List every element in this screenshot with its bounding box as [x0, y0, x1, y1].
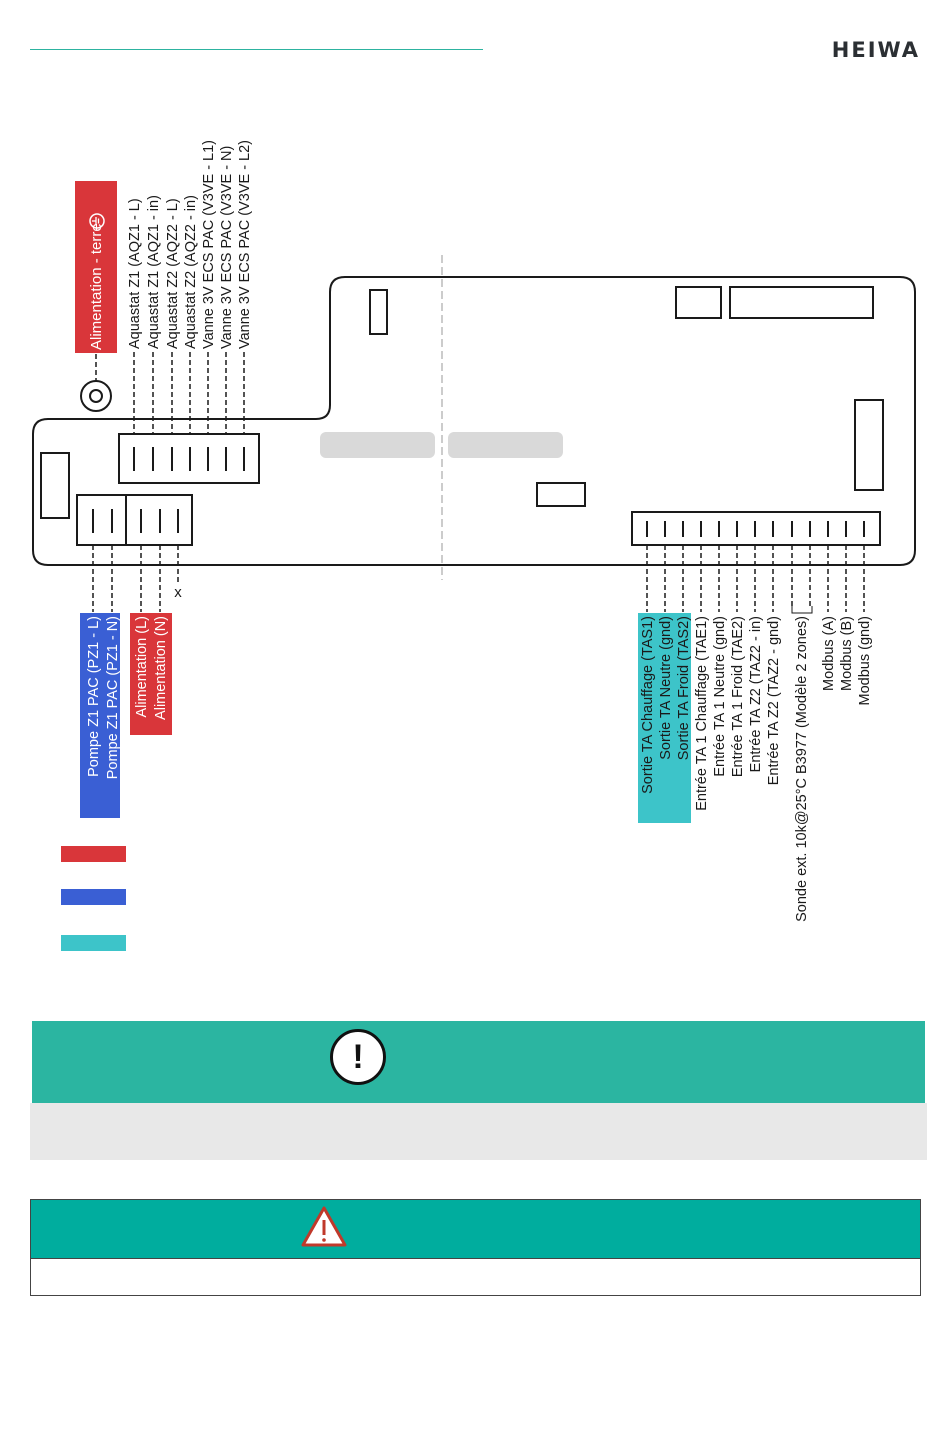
- right-terminal-label: Entrée TA 1 Chauffage (TAE1): [694, 616, 710, 811]
- right-terminal-label: Modbus (B): [839, 616, 855, 691]
- power-label-bg: [130, 613, 172, 735]
- exclamation-icon: !: [330, 1029, 386, 1085]
- terminal-block-top: [118, 433, 260, 484]
- top-terminal-label: Vanne 3V ECS PAC (V3VE - N): [219, 146, 235, 349]
- top-terminal-label: Vanne 3V ECS PAC (V3VE - L2): [237, 140, 253, 349]
- notice-header: [32, 1021, 925, 1103]
- terminal-block-power: [125, 494, 193, 546]
- component-vertical: [854, 399, 884, 491]
- output-label-bg: [638, 613, 691, 823]
- terminal-block-right: [631, 511, 881, 546]
- placeholder-block-left: [320, 432, 435, 458]
- earth-label-bg: [75, 181, 117, 353]
- pump-label: Pompe Z1 PAC (PZ1 - N): [105, 616, 121, 779]
- brand-logo: HEIWA: [832, 38, 920, 62]
- right-terminal-label: Modbus (A): [821, 616, 837, 691]
- right-terminal-label: Sortie TA Froid (TAS2): [676, 616, 692, 760]
- notice-body: [30, 1103, 927, 1160]
- earth-terminal-inner: [89, 389, 103, 403]
- component-chip-b: [729, 286, 874, 319]
- legend-swatch-blue: [61, 889, 126, 905]
- top-terminal-label: Aquastat Z2 (AQZ2 - L): [165, 198, 181, 349]
- earth-glyph-icon: [89, 213, 105, 229]
- legend-swatch-red: [61, 846, 126, 862]
- top-terminal-label: Aquastat Z1 (AQZ1 - L): [127, 198, 143, 349]
- terminal-block-pump: [76, 494, 127, 546]
- right-terminal-label: Entrée TA Z2 (TAZ2 - gnd): [766, 616, 782, 785]
- component-fuse: [40, 452, 70, 519]
- warning-header: [30, 1199, 921, 1258]
- warning-triangle-icon: [301, 1206, 347, 1247]
- earth-terminal: [80, 380, 112, 412]
- earth-label: Alimentation - terre: [88, 223, 105, 350]
- right-terminal-label: Entrée TA 1 Froid (TAE2): [730, 616, 746, 777]
- board-outline: [32, 276, 916, 566]
- right-terminal-label: Modbus (gnd): [857, 616, 873, 705]
- component-chip-a: [675, 286, 722, 319]
- top-terminal-label: Aquastat Z2 (AQZ2 - in): [183, 195, 199, 349]
- header-rule: [30, 49, 483, 50]
- power-label: Alimentation (N): [153, 616, 169, 720]
- pump-label: Pompe Z1 PAC (PZ1 - L): [86, 616, 102, 777]
- wiring-diagram: Alimentation - terre Aquastat Z1 (AQZ1 -…: [32, 140, 916, 951]
- component-relay: [369, 289, 388, 335]
- placeholder-block-right: [448, 432, 563, 458]
- right-terminal-label: Entrée TA 1 Neutre (gnd): [712, 616, 728, 777]
- brand-name: HEIWA: [831, 38, 920, 62]
- sonde-bracket: [791, 606, 813, 614]
- right-terminal-label: Sonde ext. 10k@25°C B3977 (Modèle 2 zone…: [794, 616, 810, 922]
- component-small: [536, 482, 586, 507]
- pump-label-bg: [80, 613, 120, 818]
- power-label: Alimentation (L): [134, 616, 150, 718]
- legend-swatch-cyan: [61, 935, 126, 951]
- warning-body: [30, 1258, 921, 1296]
- top-terminal-label: Aquastat Z1 (AQZ1 - in): [146, 195, 162, 349]
- right-terminal-label: Sortie TA Neutre (gnd): [658, 616, 674, 760]
- right-terminal-label: Sortie TA Chauffage (TAS1): [640, 616, 656, 794]
- top-terminal-label: Vanne 3V ECS PAC (V3VE - L1): [201, 140, 217, 349]
- right-terminal-label: Entrée TA Z2 (TAZ2 - in): [748, 616, 764, 772]
- unused-terminal-mark: x: [174, 584, 182, 601]
